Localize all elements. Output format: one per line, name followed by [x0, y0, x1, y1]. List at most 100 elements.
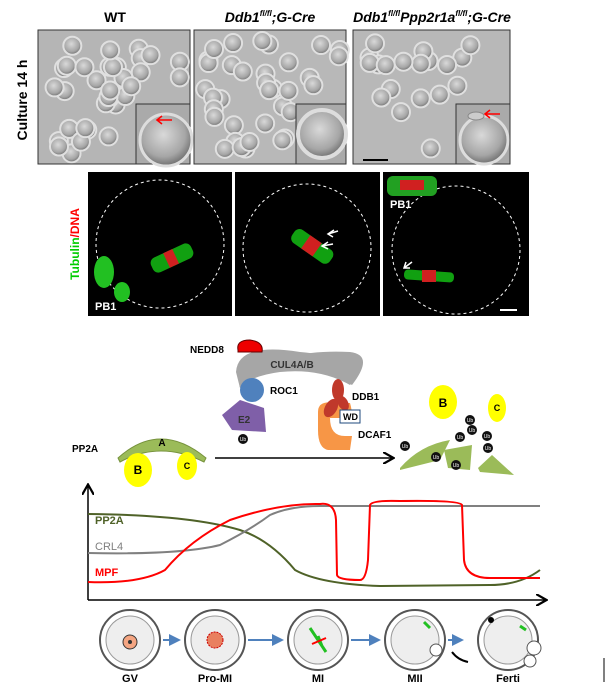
oocyte [278, 80, 299, 101]
oocyte [204, 106, 225, 127]
oocyte [98, 126, 119, 147]
oocyte [100, 40, 121, 61]
ubiquitin-icon [467, 425, 477, 435]
column-header-wt: WT [104, 9, 126, 25]
oocyte [223, 33, 244, 54]
subunit-a-label: A [158, 438, 165, 449]
ub-label: Ub [240, 437, 247, 443]
oocyte [74, 57, 95, 78]
oocyte [102, 57, 123, 78]
pb1-label: PB1 [95, 301, 116, 313]
arrow-icon [483, 109, 500, 119]
stage-row: GV Pro-MI MI MII Ferti [99, 609, 542, 685]
oocyte [48, 136, 69, 157]
oocyte [375, 55, 396, 76]
legend-crl4: CRL4 [95, 541, 123, 553]
oocyte [56, 55, 77, 76]
stage-ferti: Ferti [477, 609, 542, 685]
oocyte [420, 138, 441, 159]
oocyte [204, 39, 225, 60]
crl4-complex: CUL4A/B NEDD8 ROC1 E2 Ub WD DDB1 DCAF1 [190, 339, 392, 450]
oocyte [278, 52, 299, 73]
roc1-label: ROC1 [270, 386, 298, 397]
stage-label: MI [312, 673, 324, 685]
nedd8-label: NEDD8 [190, 345, 224, 356]
oocyte [252, 30, 273, 51]
ubiquitin-icon [465, 415, 475, 425]
mpf-curve [87, 499, 540, 584]
activity-graph: PP2A CRL4 MPF [88, 486, 545, 600]
oocyte [44, 77, 65, 98]
oocyte [214, 138, 235, 159]
ub-label: Ub [469, 428, 476, 434]
oocyte [140, 45, 161, 66]
dcaf1-label: DCAF1 [358, 430, 392, 441]
e2-label: E2 [238, 415, 251, 426]
stain-label: Tubulin/DNA [68, 208, 82, 280]
subunit-c-label: C [494, 403, 501, 413]
stage-label: GV [122, 673, 139, 685]
oocyte [390, 102, 411, 123]
ub-label: Ub [433, 455, 440, 461]
legend-pp2a: PP2A [95, 515, 124, 527]
column-header-double: Ddb1fl/flPpp2r1afl/fl;G-Cre [353, 9, 511, 25]
pp2a-curve [87, 513, 541, 588]
oocyte [169, 67, 190, 88]
crl4-curve [87, 505, 540, 555]
oocyte [259, 80, 280, 101]
oocyte [239, 131, 260, 152]
sperm-icon [451, 651, 469, 663]
fluorescence-panel-ddb1 [235, 172, 380, 316]
stage-gv: GV [99, 609, 161, 685]
fluorescence-panel-double: PB1 [383, 172, 529, 316]
oocyte [303, 75, 324, 96]
ubiquitin-icon [431, 452, 441, 462]
ub-label: Ub [485, 446, 492, 452]
oocyte [371, 87, 392, 108]
ubiquitin-icon [483, 443, 493, 453]
oocyte [437, 54, 458, 75]
oocyte [328, 46, 349, 67]
oocyte [460, 35, 481, 56]
oocyte [232, 61, 253, 82]
pp2a-holoenzyme: PP2A A B C [72, 438, 207, 487]
ub-label: Ub [467, 418, 474, 424]
oocyte [86, 70, 107, 91]
ubiquitin-icon [400, 441, 410, 451]
subunit-b-label: B [134, 463, 143, 477]
oocyte [410, 53, 431, 74]
wd-box [339, 409, 361, 424]
oocyte [272, 130, 293, 151]
fluorescence-panel-wt: PB1 [88, 172, 232, 316]
oocyte [410, 88, 431, 109]
ub-label: Ub [453, 463, 460, 469]
subunit-c-label: C [184, 461, 191, 471]
oocyte [429, 84, 450, 105]
stage-label: MII [407, 673, 422, 685]
stage-pro-mi: Pro-MI [184, 609, 246, 685]
ub-label: Ub [402, 444, 409, 450]
oocyte [447, 75, 468, 96]
stage-mi: MI [287, 609, 349, 685]
oocyte [75, 118, 96, 139]
ddb1-label: DDB1 [352, 392, 380, 403]
stage-label: Ferti [496, 673, 520, 685]
oocyte [365, 33, 386, 54]
ub-label: Ub [484, 434, 491, 440]
oocyte [100, 80, 121, 101]
wd-label: WD [343, 412, 358, 422]
ubiquitin-icon [482, 431, 492, 441]
subunit-b-label: B [439, 396, 448, 410]
ubiquitin-icon [455, 432, 465, 442]
ubiquitin-icon [451, 460, 461, 470]
oocyte [393, 51, 414, 72]
ub-label: Ub [457, 435, 464, 441]
oocyte [255, 113, 276, 134]
oocyte [223, 115, 244, 136]
oocyte [62, 35, 83, 56]
stage-mii: MII [384, 609, 446, 685]
stage-label: Pro-MI [198, 673, 232, 685]
arrow-icon [155, 115, 172, 125]
column-header-ddb1: Ddb1fl/fl;G-Cre [225, 9, 316, 25]
